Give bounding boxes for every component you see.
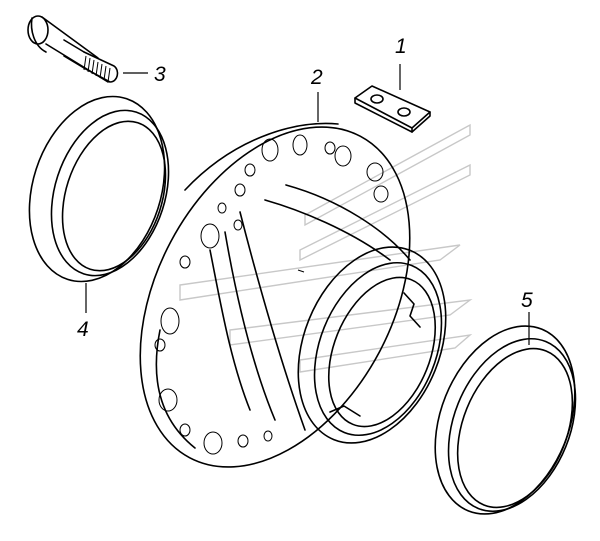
callout-3: 3 [154, 63, 166, 86]
leader-lines [85, 64, 530, 345]
bearing-ring-left [28, 95, 170, 283]
callout-4: 4 [77, 318, 89, 341]
watermark-logo [179, 123, 473, 373]
callout-5: 5 [521, 289, 533, 312]
callout-1: 1 [395, 35, 407, 58]
plate [354, 85, 431, 133]
bearing-ring-right [434, 325, 577, 515]
stud-bolt [27, 15, 119, 83]
callout-2: 2 [310, 66, 323, 89]
wheel-hub [139, 122, 447, 468]
